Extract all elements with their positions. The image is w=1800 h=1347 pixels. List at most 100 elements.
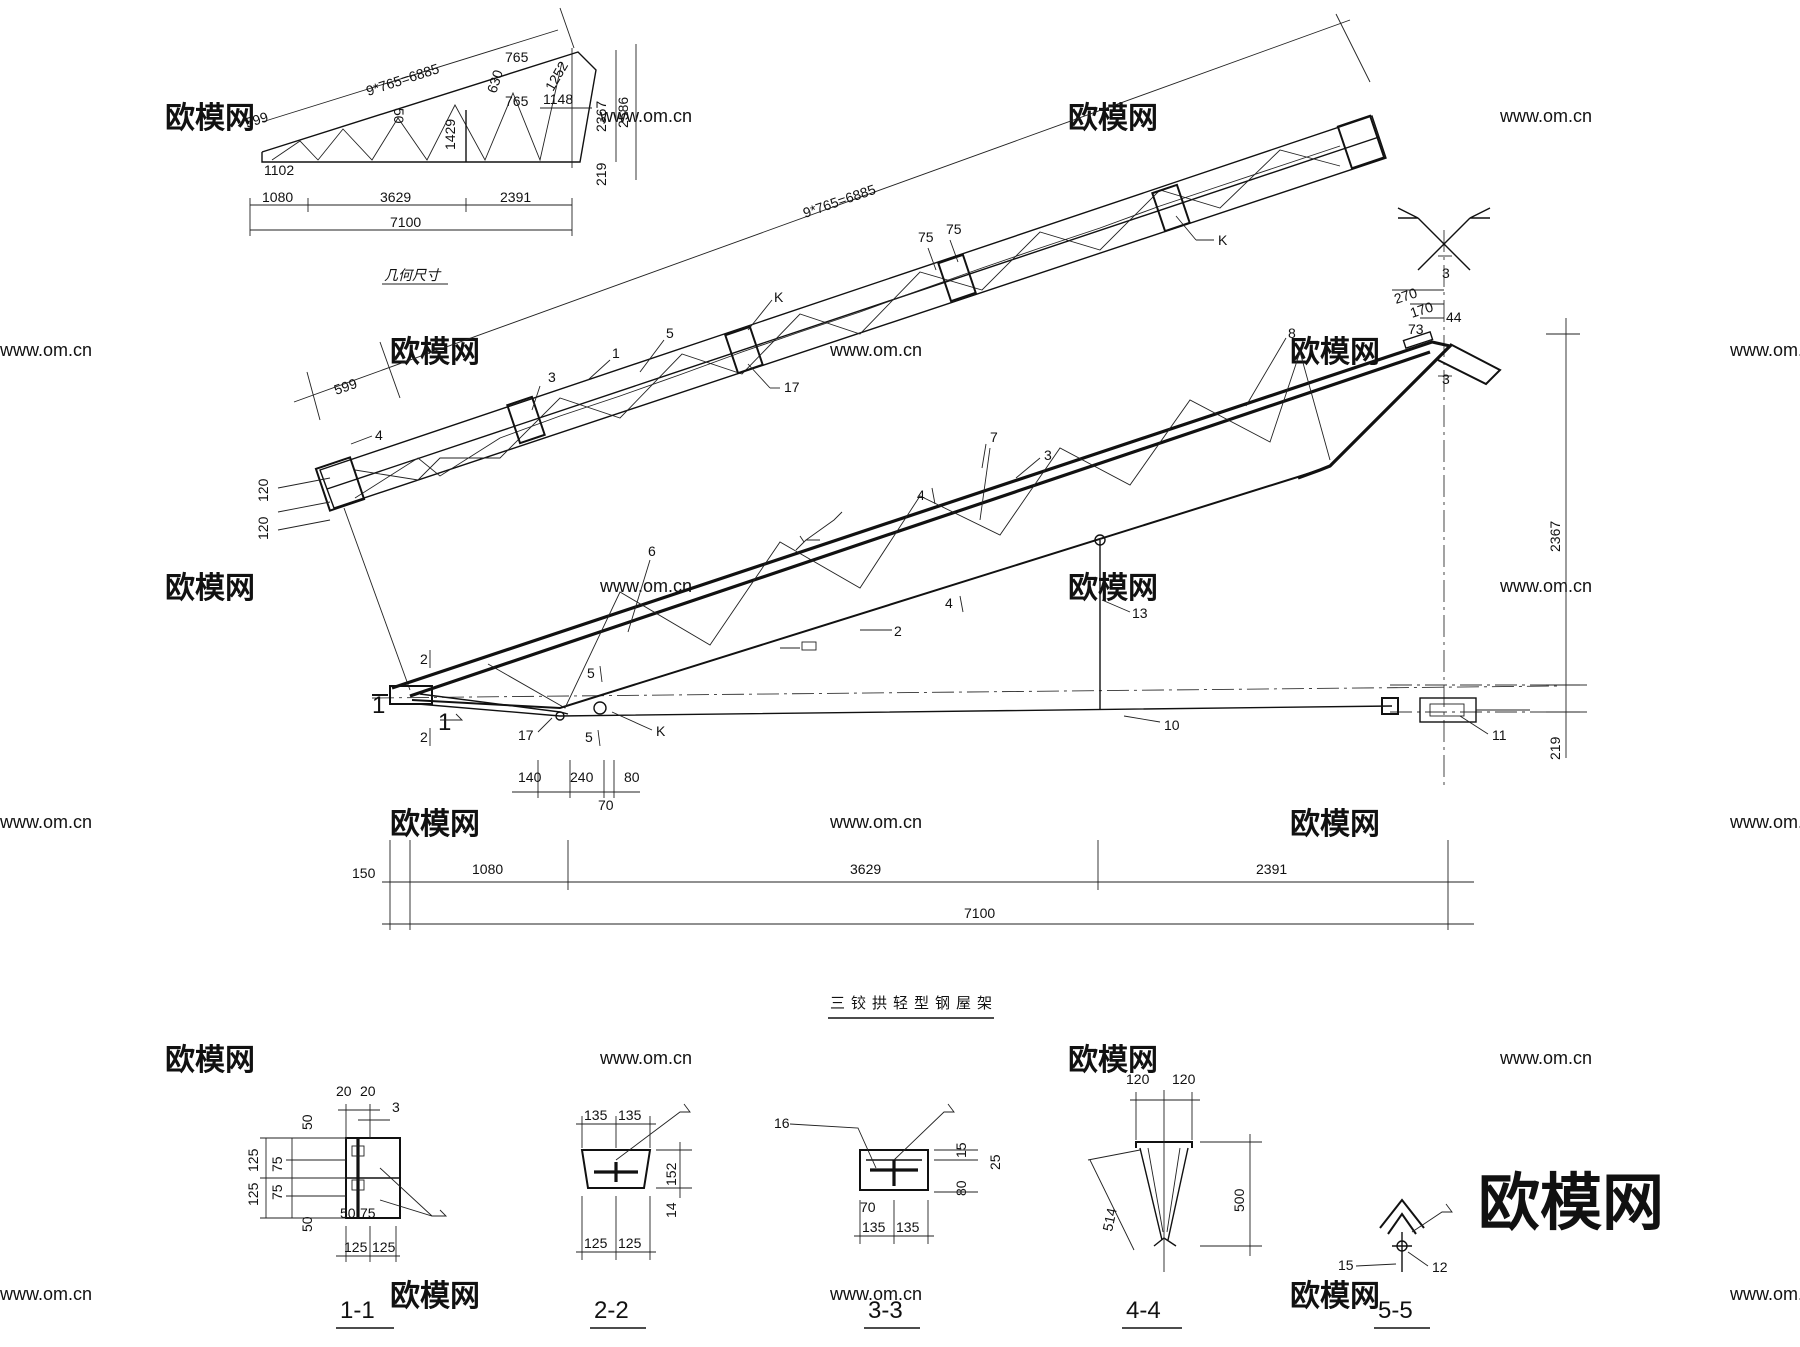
bottom-dim: 7100 — [964, 905, 995, 921]
callout-11: 13 — [1132, 605, 1148, 621]
s1-dim: 50 — [299, 1114, 315, 1130]
rafter-dim-75: 75 — [918, 229, 934, 245]
s2-dim: 152 — [663, 1162, 679, 1186]
section-label: 3-3 — [868, 1297, 903, 1324]
right-height-dim: 219 — [1547, 736, 1563, 760]
geometry-sketch: 9*765=6885 599 50 1429 630 765 765 1252 … — [243, 7, 637, 285]
s1-dim: 125 — [245, 1148, 261, 1172]
s4-dim: 514 — [1099, 1206, 1120, 1232]
callout-3: 3 — [548, 369, 556, 385]
sketch-dim: 50 — [391, 108, 407, 124]
watermark-url: www.om.cn — [1499, 106, 1592, 126]
sketch-bottom-dim: 2391 — [500, 189, 531, 205]
callout-9: 10 — [1164, 717, 1180, 733]
bottom-dim: 1080 — [472, 861, 503, 877]
watermark-brand: 欧模网 — [165, 572, 255, 605]
lower-chord — [411, 469, 1321, 710]
sketch-dim: 1429 — [442, 119, 458, 150]
callout-k: K — [656, 723, 666, 739]
watermark-url: www.om.cn — [1729, 812, 1800, 832]
tie-rod — [417, 703, 1393, 717]
watermark-brand: 欧模网 — [390, 808, 480, 841]
ridge-dim: 270 — [1392, 284, 1419, 307]
bottom-dim: 2391 — [1256, 861, 1287, 877]
s4-dim: 120 — [1126, 1071, 1150, 1087]
section-mark-3: 3 — [1442, 371, 1450, 387]
watermark-brand: 欧模网 — [1068, 572, 1158, 605]
corner-brand-logo: 欧模网 — [1478, 1169, 1664, 1238]
section-mark-2: 2 — [420, 729, 428, 745]
left-detail-dim: 80 — [624, 769, 640, 785]
callout-10: 11 — [1492, 727, 1507, 743]
sketch-dim: 765 — [505, 93, 529, 109]
callout-51: 5 — [585, 729, 593, 745]
s3-dim: 135 — [896, 1219, 920, 1235]
s3-dim: 70 — [860, 1199, 876, 1215]
sketch-dim: 2586 — [615, 97, 631, 128]
s1-dim: 125 — [372, 1239, 396, 1255]
s1-dim: 20 — [336, 1083, 352, 1099]
rafter-dim-599: 599 — [332, 375, 359, 398]
sketch-top-dim: 9*765=6885 — [364, 60, 441, 99]
watermark-url: www.om.cn — [1499, 1048, 1592, 1068]
left-detail-dim: 240 — [570, 769, 594, 785]
rafter-dim-120: 120 — [255, 516, 271, 540]
watermark-brand: 欧模网 — [1290, 1280, 1380, 1313]
callout-13: 17 — [784, 379, 800, 395]
callout-41: 4 — [917, 487, 925, 503]
s1-dim: 50 — [340, 1205, 356, 1221]
bottom-dim: 150 — [352, 865, 376, 881]
section-1-1: 20 20 3 50 125 125 75 75 50 50 75 125 12… — [245, 1083, 448, 1329]
watermark-url: www.om.cn — [0, 812, 92, 832]
watermark-brand: 欧模网 — [1068, 102, 1158, 135]
watermark-url: www.om.cn — [829, 1284, 922, 1304]
s4-dim: 500 — [1231, 1188, 1247, 1212]
sketch-dim: 1148 — [543, 91, 573, 107]
ridge-dim: 73 — [1408, 321, 1424, 337]
sketch-caption: 几何尺寸 — [384, 267, 442, 283]
watermark-url: www.om.cn — [599, 576, 692, 596]
main-truss-elevation: 4 4 5 5 1 1 2 2 3 3 6 7 3 8 2 13 10 11 — [352, 207, 1590, 1019]
s2-dim: 135 — [618, 1107, 642, 1123]
s2-dim: 125 — [584, 1235, 608, 1251]
watermark-url: www.om.cn — [1729, 340, 1800, 360]
watermark-layer: 欧模网 欧模网 欧模网 欧模网 欧模网 欧模网 欧模网 欧模网 欧模网 欧模网 … — [0, 102, 1800, 1313]
s1-dim: 75 — [269, 1156, 285, 1172]
rafter-dim-75: 75 — [946, 221, 962, 237]
section-5-5: 15 12 5-5 — [1338, 1198, 1453, 1329]
support-bearing — [389, 685, 433, 705]
watermark-url: www.om.cn — [0, 340, 92, 360]
sketch-dim: 1252 — [542, 58, 572, 93]
rafter-outline — [319, 115, 1387, 509]
section-label: 4-4 — [1126, 1297, 1161, 1324]
splice-plate — [1151, 183, 1191, 233]
section-mark-1: 1 — [438, 709, 451, 736]
sketch-dim: 765 — [505, 49, 529, 65]
ridge-dim: 170 — [1408, 298, 1435, 321]
callout-3: 3 — [1044, 447, 1052, 463]
left-detail-dim: 140 — [518, 769, 542, 785]
s5-dim: 15 — [1338, 1257, 1354, 1273]
s3-dim: 16 — [774, 1115, 790, 1131]
watermark-url: www.om.cn — [0, 1284, 92, 1304]
sketch-dim: 1102 — [264, 162, 294, 178]
section-mark-3: 3 — [1442, 265, 1450, 281]
section-label: 5-5 — [1378, 1297, 1413, 1324]
callout-k: K — [774, 289, 784, 305]
watermark-brand: 欧模网 — [390, 1280, 480, 1313]
watermark-url: www.om.cn — [599, 106, 692, 126]
end-plate-node — [314, 456, 366, 512]
section-label: 2-2 — [594, 1297, 629, 1324]
section-mark-1: 1 — [372, 692, 385, 719]
rafter-top-dim: 9*765=6885 — [801, 181, 878, 221]
callout-51: 5 — [587, 665, 595, 681]
s3-dim: 15 — [953, 1142, 969, 1158]
sketch-dim: 599 — [243, 108, 270, 131]
s5-dim: 12 — [1432, 1259, 1448, 1275]
s3-dim: 135 — [862, 1219, 886, 1235]
s2-dim: 135 — [584, 1107, 608, 1123]
splice-plate — [937, 253, 977, 303]
section-label: 1-1 — [340, 1297, 375, 1324]
s1-dim: 125 — [344, 1239, 368, 1255]
